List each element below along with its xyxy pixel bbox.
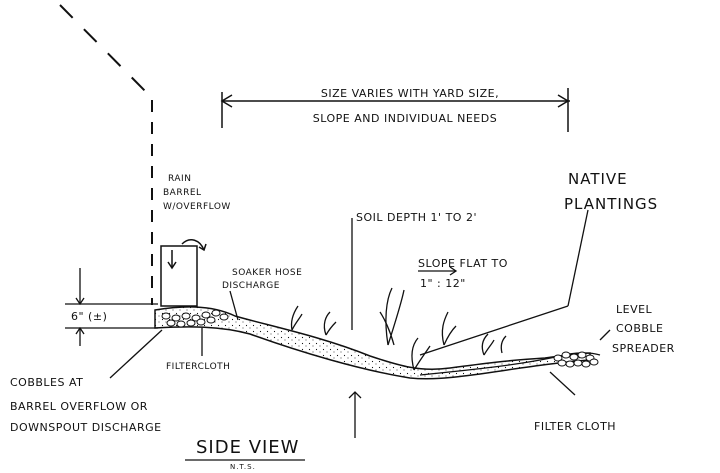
soaker-hose-label-line1: SOAKER HOSE xyxy=(232,268,303,278)
cobbles-left xyxy=(161,309,229,328)
level-cobble-spreader-line3: SPREADER xyxy=(612,342,675,355)
cobbles-note-line3: DOWNSPOUT DISCHARGE xyxy=(10,421,162,434)
soaker-hose-label-line2: DISCHARGE xyxy=(222,281,280,291)
rain-barrel xyxy=(160,239,207,307)
six-inch-dimension xyxy=(65,268,158,346)
native-plants xyxy=(290,287,507,371)
filter-cloth-right-label: FILTER CLOTH xyxy=(534,420,617,433)
level-cobble-spreader-line2: COBBLE xyxy=(616,322,664,335)
filter-cloth-line xyxy=(419,352,601,376)
roof-dashed-line xyxy=(59,4,153,99)
diagram-subtitle: N.T.S. xyxy=(230,463,256,471)
soil-depth-label: SOIL DEPTH 1' TO 2' xyxy=(356,211,477,224)
six-inch-dimension-label: 6" (±) xyxy=(71,310,108,323)
cobble-spreader-right xyxy=(553,351,599,368)
level-cobble-spreader-line1: LEVEL xyxy=(616,303,653,316)
slope-label-line1: SLOPE FLAT TO xyxy=(418,257,508,270)
slope-label-line2: 1" : 12" xyxy=(420,277,466,290)
width-dimension-line xyxy=(220,88,570,132)
rain-barrel-label-line1: RAIN xyxy=(168,174,192,184)
rain-barrel-label-line3: W/OVERFLOW xyxy=(163,202,231,212)
leader-lines xyxy=(109,209,611,438)
ground-line xyxy=(155,328,590,360)
filtercloth-left-label: FILTERCLOTH xyxy=(166,362,231,372)
native-plantings-label-line2: PLANTINGS xyxy=(564,195,659,213)
diagram-title: SIDE VIEW xyxy=(196,437,300,458)
rain-barrel-label-line2: BARREL xyxy=(163,188,202,198)
size-varies-label-line2: SLOPE AND INDIVIDUAL NEEDS xyxy=(312,112,498,125)
native-plantings-label-line1: NATIVE xyxy=(568,170,628,188)
cobbles-note-line2: BARREL OVERFLOW OR xyxy=(10,400,148,413)
cobbles-note-line1: COBBLES AT xyxy=(10,376,84,389)
size-varies-label-line1: SIZE VARIES WITH YARD SIZE, xyxy=(320,87,500,100)
